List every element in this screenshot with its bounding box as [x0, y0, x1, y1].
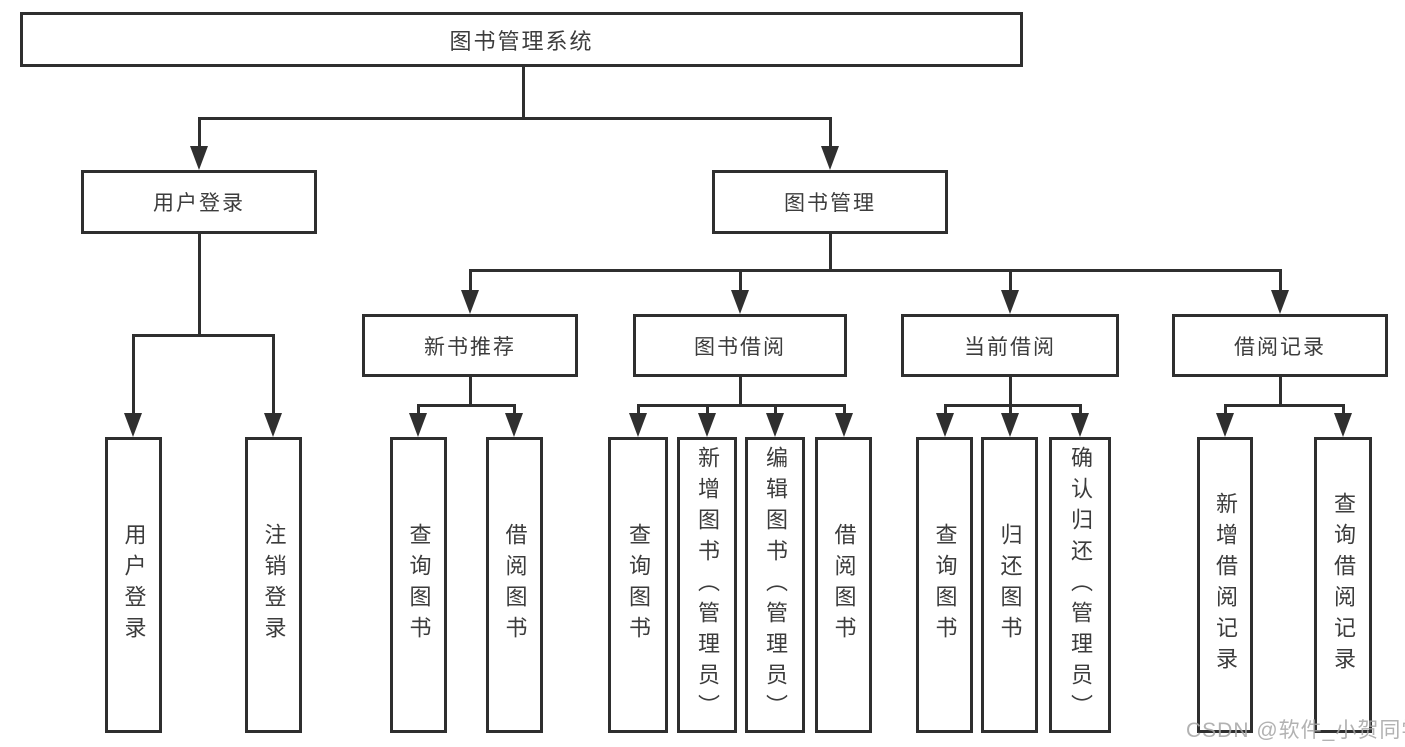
connector-line [131, 333, 275, 337]
leaf-label: 查询借阅记录 [1331, 492, 1356, 678]
connector-line [842, 405, 846, 419]
leaf-edit-books-admin: 编辑图书（管理员） [745, 437, 805, 733]
arrow-down-icon [731, 290, 749, 314]
connector-line [1341, 405, 1345, 419]
leaf-label: 编辑图书（管理员） [763, 445, 788, 725]
node-library-management-system: 图书管理系统 [20, 12, 1023, 67]
connector-line [738, 377, 742, 405]
leaf-label: 查询图书 [932, 523, 958, 647]
leaf-label: 注销登录 [261, 523, 287, 647]
arrow-down-icon [1334, 413, 1352, 437]
leaf-add-borrow-record: 新增借阅记录 [1197, 437, 1253, 733]
connector-line [468, 377, 472, 405]
node-label: 用户登录 [153, 192, 245, 215]
connector-line [197, 116, 832, 120]
connector-line [1008, 270, 1012, 296]
node-borrowing-records: 借阅记录 [1172, 314, 1388, 377]
csdn-watermark: CSDN @软件_小贺同学 [1186, 719, 1405, 742]
arrow-down-icon [264, 413, 282, 437]
leaf-label: 新增借阅记录 [1213, 492, 1238, 678]
arrow-down-icon [821, 146, 839, 170]
connector-line [738, 270, 742, 296]
leaf-borrow-books-borrowing: 借阅图书 [815, 437, 872, 733]
node-book-management: 图书管理 [712, 170, 948, 234]
arrow-down-icon [1071, 413, 1089, 437]
connector-line [416, 405, 420, 419]
connector-line [1008, 405, 1012, 419]
leaf-add-books-admin: 新增图书（管理员） [677, 437, 737, 733]
arrow-down-icon [1271, 290, 1289, 314]
connector-line [1008, 377, 1012, 405]
leaf-label: 确认归还（管理员） [1068, 445, 1093, 725]
arrow-down-icon [461, 290, 479, 314]
connector-line [828, 118, 832, 152]
connector-line [1078, 405, 1082, 419]
leaf-query-books-current: 查询图书 [916, 437, 973, 733]
node-label: 图书管理系统 [449, 28, 594, 54]
connector-line [131, 335, 135, 419]
leaf-label: 用户登录 [121, 523, 147, 647]
leaf-label: 归还图书 [997, 523, 1023, 647]
arrow-down-icon [505, 413, 523, 437]
connector-line [636, 405, 640, 419]
node-label: 借阅记录 [1234, 335, 1326, 359]
leaf-label: 查询图书 [406, 523, 432, 647]
arrow-down-icon [629, 413, 647, 437]
connector-line [828, 234, 832, 270]
leaf-borrow-books-recommend: 借阅图书 [486, 437, 543, 733]
node-label: 新书推荐 [424, 335, 516, 359]
node-book-borrowing: 图书借阅 [633, 314, 847, 377]
connector-line [636, 403, 846, 407]
connector-line [1223, 405, 1227, 419]
node-label: 当前借阅 [964, 335, 1056, 359]
leaf-query-borrow-record: 查询借阅记录 [1314, 437, 1372, 733]
arrow-down-icon [766, 413, 784, 437]
connector-line [416, 403, 516, 407]
connector-line [943, 403, 1082, 407]
connector-line [943, 405, 947, 419]
node-new-book-recommendation: 新书推荐 [362, 314, 578, 377]
connector-line [468, 270, 472, 296]
connector-line [1278, 377, 1282, 405]
node-user-login: 用户登录 [81, 170, 317, 234]
node-current-borrowing: 当前借阅 [901, 314, 1119, 377]
connector-line [521, 67, 525, 118]
connector-line [773, 405, 777, 419]
node-label: 图书借阅 [694, 335, 786, 359]
arrow-down-icon [936, 413, 954, 437]
connector-line [468, 268, 1282, 272]
leaf-label: 借阅图书 [502, 523, 528, 647]
leaf-label: 查询图书 [626, 523, 651, 647]
leaf-return-books: 归还图书 [981, 437, 1038, 733]
connector-line [512, 405, 516, 419]
leaf-user-login: 用户登录 [105, 437, 162, 733]
leaf-confirm-return-admin: 确认归还（管理员） [1049, 437, 1111, 733]
connector-line [1278, 270, 1282, 296]
arrow-down-icon [190, 146, 208, 170]
leaf-logout: 注销登录 [245, 437, 302, 733]
leaf-query-books-recommend: 查询图书 [390, 437, 447, 733]
arrow-down-icon [124, 413, 142, 437]
arrow-down-icon [1001, 413, 1019, 437]
leaf-label: 新增图书（管理员） [695, 445, 720, 725]
arrow-down-icon [1216, 413, 1234, 437]
leaf-label: 借阅图书 [831, 523, 857, 647]
arrow-down-icon [1001, 290, 1019, 314]
connector-line [197, 118, 201, 152]
leaf-query-books-borrowing: 查询图书 [608, 437, 668, 733]
connector-line [1223, 403, 1345, 407]
node-label: 图书管理 [784, 192, 876, 215]
connector-line [197, 234, 201, 335]
connector-line [705, 405, 709, 419]
connector-line [271, 335, 275, 419]
arrow-down-icon [698, 413, 716, 437]
arrow-down-icon [409, 413, 427, 437]
arrow-down-icon [835, 413, 853, 437]
